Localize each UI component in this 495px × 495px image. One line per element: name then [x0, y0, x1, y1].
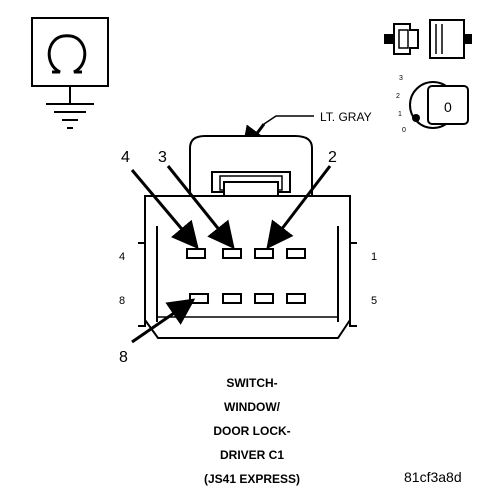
callout-3: 3 [158, 149, 167, 166]
terminal-row-bottom [189, 293, 306, 304]
pin-label-bottom-right: 5 [371, 295, 377, 307]
caption-line-4: DRIVER C1 [220, 448, 284, 462]
ohm-ground-icon [31, 17, 109, 129]
callout-arrow-3 [166, 165, 235, 250]
callout-arrow-2 [266, 165, 332, 250]
callout-arrow-4 [130, 169, 199, 250]
connector-caption: SWITCH- WINDOW/ DOOR LOCK- DRIVER C1 (JS… [204, 376, 300, 486]
terminal-1 [286, 248, 306, 259]
key-position-2: 2 [396, 93, 400, 100]
key-switch-icon: 3 2 1 0 0 [396, 75, 469, 134]
callout-arrow-8 [131, 298, 196, 344]
terminal-6 [254, 293, 274, 304]
caption-line-1: SWITCH- [226, 376, 277, 390]
key-position-0: 0 [402, 127, 406, 134]
pin-label-top-right: 1 [371, 251, 377, 263]
terminal-7 [222, 293, 242, 304]
callout-4: 4 [121, 149, 130, 166]
key-position-1: 1 [398, 111, 402, 118]
callout-2: 2 [328, 149, 337, 166]
terminal-4 [186, 248, 206, 259]
connector-body [138, 135, 357, 339]
caption-line-3: DOOR LOCK- [213, 424, 290, 438]
terminal-2 [254, 248, 274, 259]
callout-8: 8 [119, 349, 128, 366]
color-label: LT. GRAY [320, 110, 372, 124]
key-value: 0 [444, 99, 452, 115]
image-code: 81cf3a8d [404, 469, 462, 485]
key-position-3: 3 [399, 75, 403, 82]
pin-label-top-left: 4 [119, 251, 125, 263]
caption-line-2: WINDOW/ [224, 400, 281, 414]
terminal-5 [286, 293, 306, 304]
terminal-3 [222, 248, 242, 259]
pin-label-bottom-left: 8 [119, 295, 125, 307]
connector-plug-icon [384, 19, 472, 59]
caption-line-5: (JS41 EXPRESS) [204, 472, 300, 486]
